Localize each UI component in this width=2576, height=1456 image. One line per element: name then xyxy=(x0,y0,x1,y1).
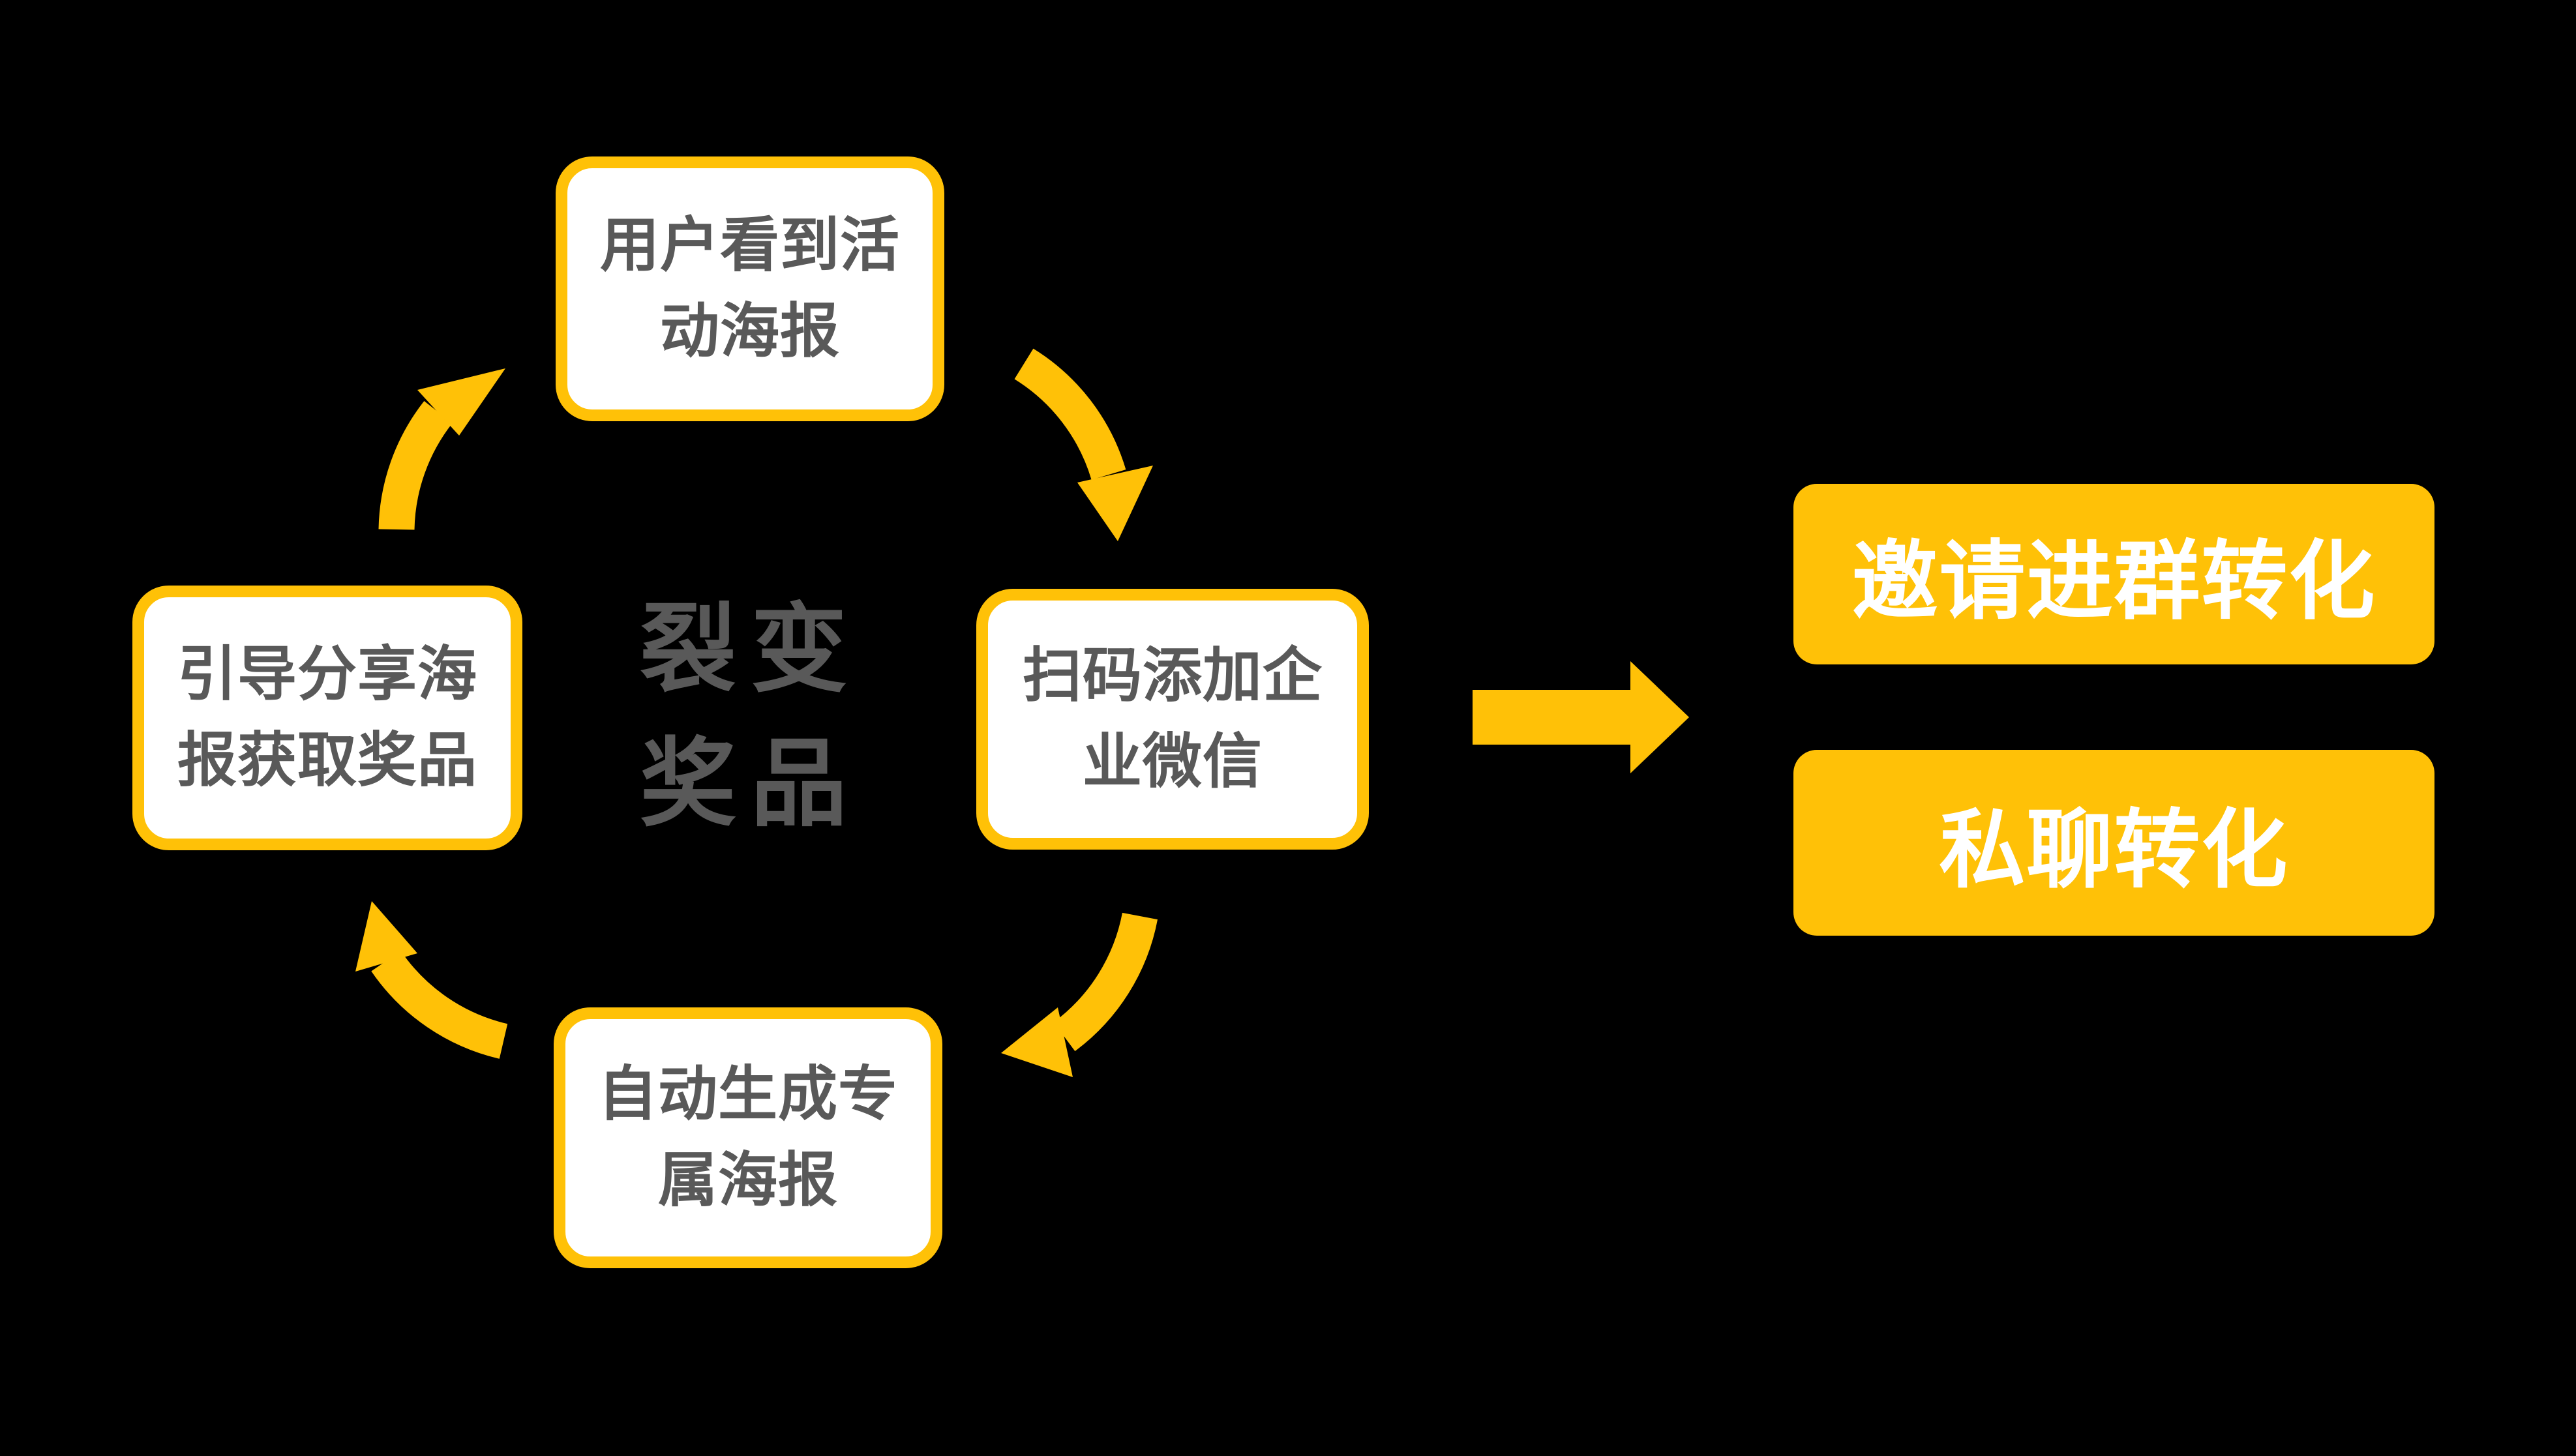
arrow-bottom-to-left-head-icon xyxy=(355,901,417,972)
arrow-right-to-bottom-head-icon xyxy=(1001,1007,1073,1077)
cycle-center-label-line1: 裂变 xyxy=(640,593,861,706)
cycle-node-right-line1: 扫码添加企 xyxy=(1022,642,1323,711)
outcome-box-private-chat-conversion: 私聊转化 xyxy=(1793,750,2434,936)
arrow-left-to-top-icon xyxy=(378,401,453,530)
arrow-right-to-bottom-icon xyxy=(1053,912,1158,1052)
arrow-bottom-to-left-icon xyxy=(371,951,508,1059)
cycle-node-left-label: 引导分享海 报获取奖品 xyxy=(177,632,477,804)
cycle-node-left: 引导分享海 报获取奖品 xyxy=(132,586,522,850)
arrow-top-to-right-head-icon xyxy=(1077,466,1153,541)
cycle-node-right-line2: 业微信 xyxy=(1082,728,1263,796)
cycle-node-top: 用户看到活 动海报 xyxy=(556,156,944,421)
cycle-node-bottom-line2: 属海报 xyxy=(657,1146,838,1215)
cycle-node-right: 扫码添加企 业微信 xyxy=(976,589,1369,850)
cycle-node-top-line2: 动海报 xyxy=(659,297,840,366)
cycle-node-left-line2: 报获取奖品 xyxy=(177,726,477,795)
cycle-node-top-line1: 用户看到活 xyxy=(599,211,900,280)
outcome-box-group-conversion-label: 邀请进群转化 xyxy=(1851,531,2376,632)
cycle-node-top-label: 用户看到活 动海报 xyxy=(600,203,900,375)
cycle-center-label: 裂变 奖品 xyxy=(548,574,939,861)
cycle-node-bottom-line1: 自动生成专 xyxy=(597,1060,898,1129)
flow-arrow-right-icon xyxy=(1473,661,1689,773)
cycle-node-bottom: 自动生成专 属海报 xyxy=(554,1007,942,1268)
arrow-left-to-top-head-icon xyxy=(417,368,505,436)
cycle-node-right-label: 扫码添加企 业微信 xyxy=(1023,633,1323,805)
outcome-box-group-conversion: 邀请进群转化 xyxy=(1793,484,2434,664)
arrow-top-to-right-icon xyxy=(1014,348,1126,481)
cycle-node-left-line1: 引导分享海 xyxy=(177,640,477,709)
cycle-node-bottom-label: 自动生成专 属海报 xyxy=(598,1052,898,1224)
outcome-box-private-chat-conversion-label: 私聊转化 xyxy=(1939,800,2289,900)
cycle-center-label-line2: 奖品 xyxy=(640,728,861,840)
